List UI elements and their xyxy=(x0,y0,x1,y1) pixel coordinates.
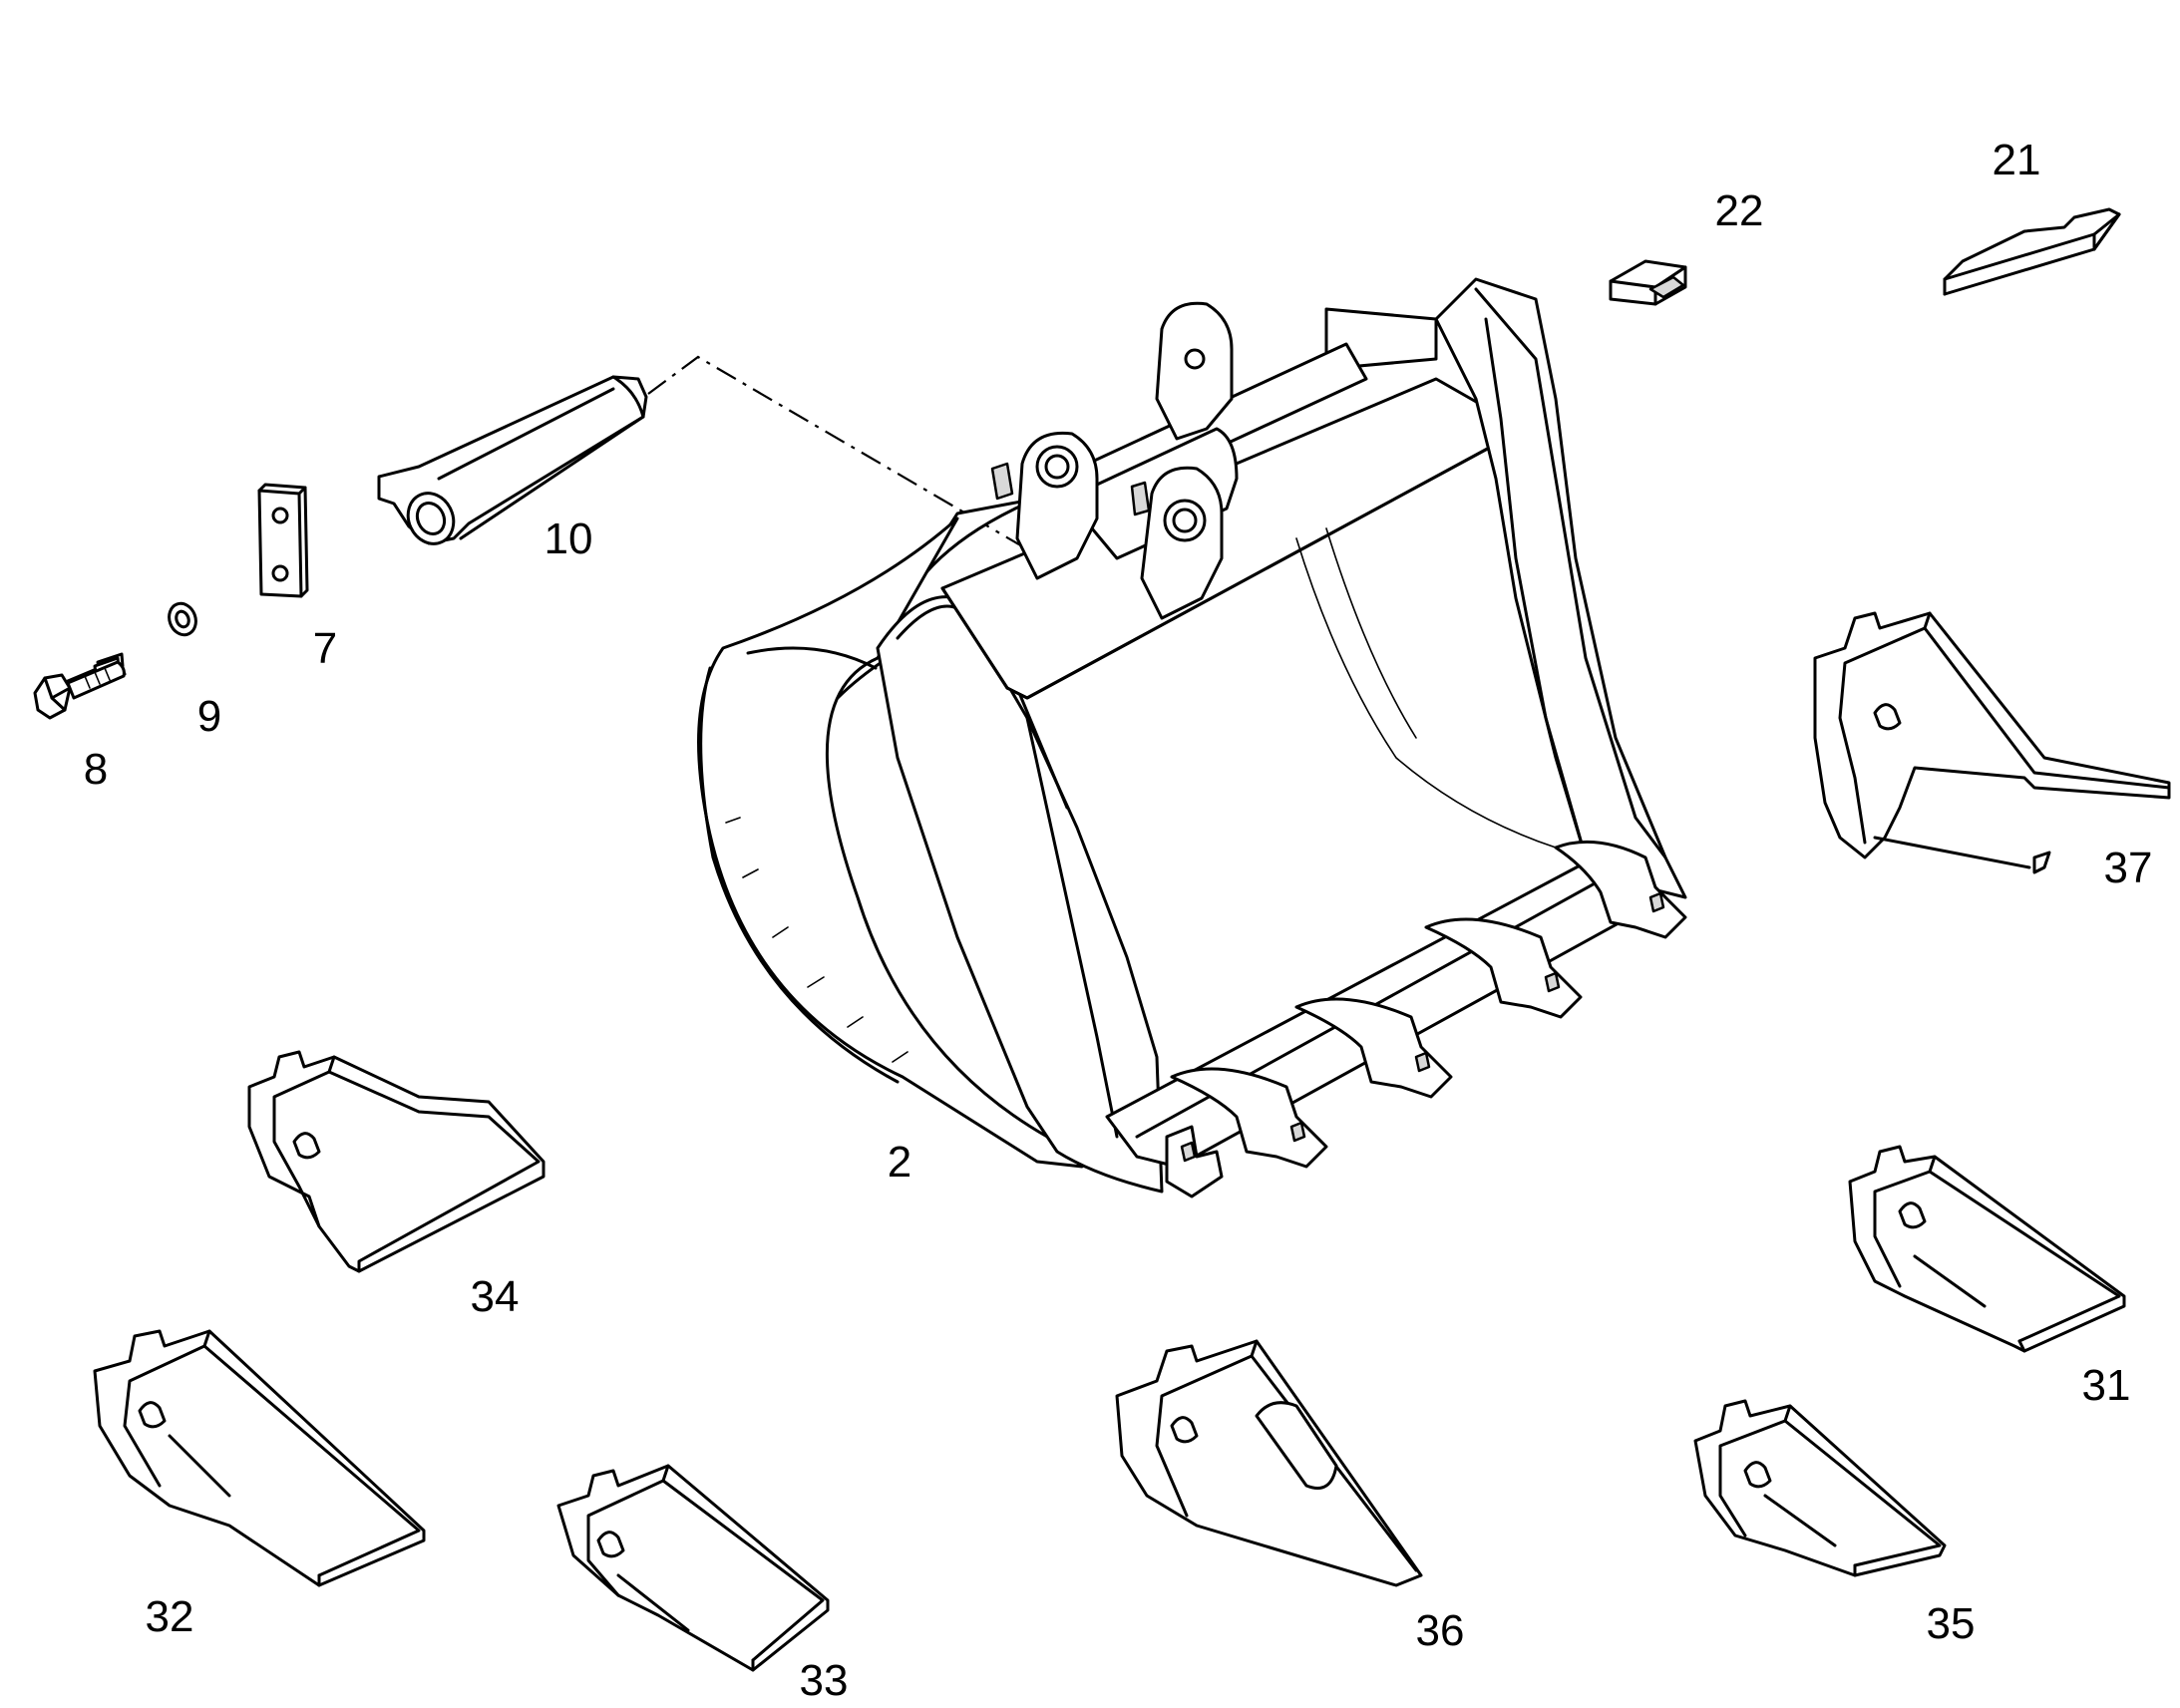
callout-31: 31 xyxy=(2082,1361,2131,1410)
washer-part xyxy=(168,601,197,637)
plate-part xyxy=(257,483,309,598)
callout-32: 32 xyxy=(146,1592,194,1641)
callout-21: 21 xyxy=(1993,136,2041,184)
lip-adapter xyxy=(1554,840,1687,939)
callout-10: 10 xyxy=(545,514,593,563)
tooth-34-part xyxy=(247,1050,545,1273)
tooth-32-part xyxy=(93,1329,426,1587)
tooth-36-part xyxy=(1115,1339,1423,1587)
callout-35: 35 xyxy=(1927,1599,1976,1648)
bolt-part xyxy=(33,652,127,720)
lip-adapter xyxy=(1294,997,1453,1099)
lip-adapter xyxy=(1424,917,1583,1019)
lip-adapter xyxy=(1165,1125,1224,1198)
callout-37: 37 xyxy=(2104,844,2153,892)
wear-strip-part xyxy=(1943,207,2121,296)
lip-adapter xyxy=(1170,1067,1328,1169)
tooth-35-part xyxy=(1693,1399,1947,1577)
tooth-33-part xyxy=(556,1464,830,1672)
callout-8: 8 xyxy=(84,745,108,794)
callout-7: 7 xyxy=(313,624,337,673)
pin-part xyxy=(377,375,648,545)
callout-33: 33 xyxy=(800,1656,849,1705)
tooth-37-part xyxy=(1813,611,2171,874)
callout-34: 34 xyxy=(471,1272,520,1321)
callout-2: 2 xyxy=(888,1138,911,1187)
block-part xyxy=(1609,259,1687,306)
callout-9: 9 xyxy=(197,692,221,741)
tooth-31-part xyxy=(1848,1145,2126,1353)
callout-36: 36 xyxy=(1416,1606,1465,1655)
callout-22: 22 xyxy=(1715,186,1764,235)
bucket-part xyxy=(697,277,1687,1198)
